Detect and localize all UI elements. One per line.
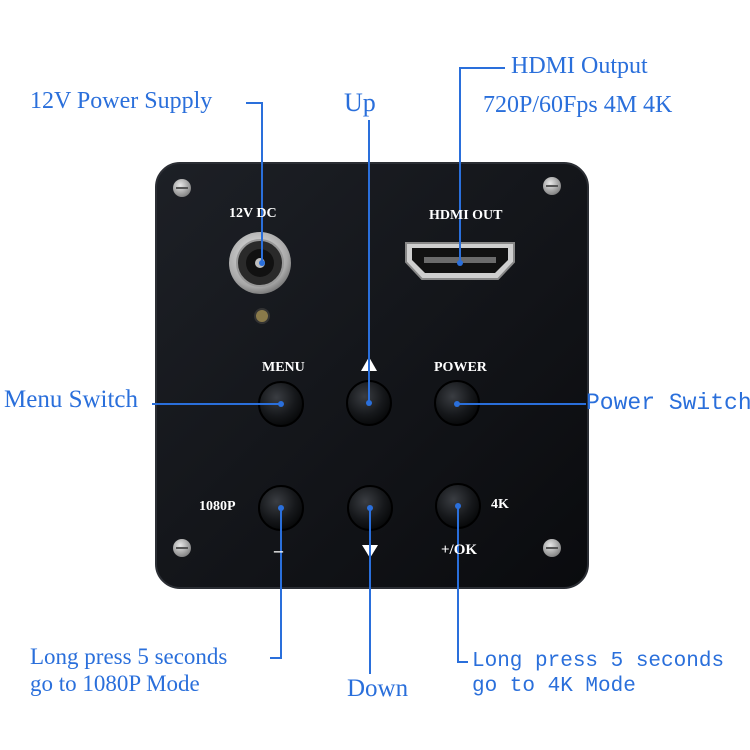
long-press-4k-line2: go to 4K Mode [472,675,636,698]
hdmi-output-callout: HDMI Output [511,53,648,79]
minus-label: – [274,540,283,560]
power-supply-callout: 12V Power Supply [30,88,213,114]
power-label: POWER [434,360,487,375]
plus-ok-label: +/OK [441,542,478,558]
screw-icon [543,539,561,557]
hdmi-out-label: HDMI OUT [429,208,503,223]
menu-switch-callout: Menu Switch [4,386,139,413]
long-press-4k-line1: Long press 5 seconds [472,650,725,673]
status-led-icon [254,308,270,324]
up-callout: Up [344,88,376,117]
menu-label: MENU [262,360,305,375]
callout-lines [152,67,586,674]
down-callout: Down [347,675,409,702]
long-press-1080-line2: go to 1080P Mode [30,671,200,696]
screw-icon [173,179,191,197]
res-4k-label: 4K [491,497,509,512]
screw-icon [173,539,191,557]
screw-icon [543,177,561,195]
dc-in-label: 12V DC [229,206,277,221]
power-switch-callout: Power Switch [586,390,750,416]
res-1080p-label: 1080P [199,499,236,514]
long-press-1080-line1: Long press 5 seconds [30,644,228,669]
hdmi-modes-callout: 720P/60Fps 4M 4K [483,92,673,118]
